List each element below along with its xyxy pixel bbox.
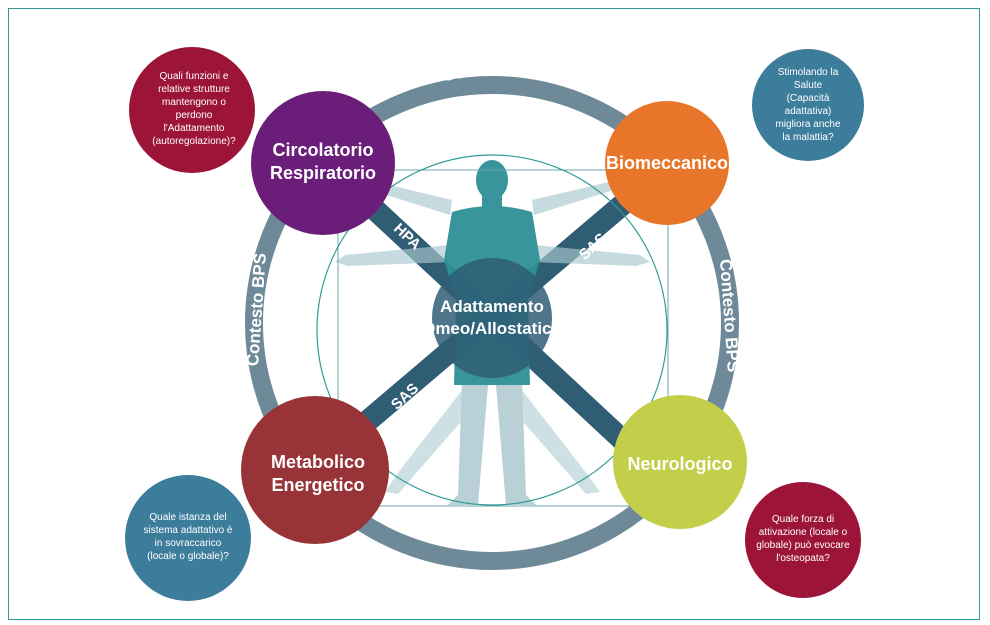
svg-text:(autoregolazione)?: (autoregolazione)? — [152, 136, 236, 147]
vitruvian-circle — [316, 154, 668, 506]
proportion-square — [337, 169, 669, 507]
node-circolatorio-label-2: Respiratorio — [270, 163, 376, 183]
svg-text:globale) può evocare: globale) può evocare — [756, 540, 850, 551]
question-top-left-text: Quali funzioni e relative strutture mant… — [152, 71, 236, 147]
context-ring — [245, 76, 739, 570]
node-circolatorio-label-1: Circolatorio — [272, 140, 373, 160]
svg-text:Salute: Salute — [794, 80, 823, 91]
svg-text:adattativa): adattativa) — [785, 106, 832, 117]
svg-text:(Capacità: (Capacità — [787, 93, 830, 104]
svg-text:Quali funzioni e: Quali funzioni e — [160, 71, 229, 82]
question-bottom-left — [125, 475, 251, 601]
center-label-line2: Omeo/Allostatico — [422, 319, 562, 338]
svg-text:sistema adattativo è: sistema adattativo è — [144, 525, 233, 536]
svg-text:relative strutture: relative strutture — [158, 84, 230, 95]
svg-text:l'osteopata?: l'osteopata? — [776, 553, 830, 564]
svg-text:l'Adattamento: l'Adattamento — [164, 123, 225, 134]
ring-label-bottom: Contesto BPS — [442, 578, 559, 603]
svg-text:migliora anche: migliora anche — [775, 119, 840, 130]
node-biomeccanico-label: Biomeccanico — [606, 153, 728, 173]
node-neurologico-label: Neurologico — [627, 454, 732, 474]
ring-label-left: Contesto BPS — [243, 252, 270, 366]
question-top-left — [129, 47, 255, 173]
question-bottom-right-text: Quale forza di attivazione (locale o glo… — [756, 514, 850, 564]
node-metabolico — [241, 396, 389, 544]
svg-text:attivazione (locale o: attivazione (locale o — [759, 527, 848, 538]
question-top-right — [752, 49, 864, 161]
question-top-right-text: Stimolando la Salute (Capacità adattativ… — [775, 67, 840, 143]
svg-text:mantengono o: mantengono o — [162, 97, 226, 108]
node-circolatorio — [251, 91, 395, 235]
svg-text:in sovraccarico: in sovraccarico — [155, 538, 222, 549]
svg-text:Quale istanza del: Quale istanza del — [149, 512, 226, 523]
question-bottom-right — [745, 482, 861, 598]
svg-text:Quale forza di: Quale forza di — [772, 514, 834, 525]
node-metabolico-label-2: Energetico — [271, 475, 364, 495]
node-neurologico — [613, 395, 747, 529]
diagram-frame — [8, 8, 980, 620]
svg-text:Stimolando la: Stimolando la — [778, 67, 839, 78]
svg-text:perdono: perdono — [176, 110, 213, 121]
center-circle — [432, 258, 552, 378]
center-label-line1: Adattamento — [440, 297, 544, 316]
svg-text:la malattia?: la malattia? — [782, 132, 834, 143]
node-biomeccanico — [605, 101, 729, 225]
question-bottom-left-text: Quale istanza del sistema adattativo è i… — [144, 512, 233, 562]
node-metabolico-label-1: Metabolico — [271, 452, 365, 472]
svg-text:(locale o globale)?: (locale o globale)? — [147, 551, 229, 562]
